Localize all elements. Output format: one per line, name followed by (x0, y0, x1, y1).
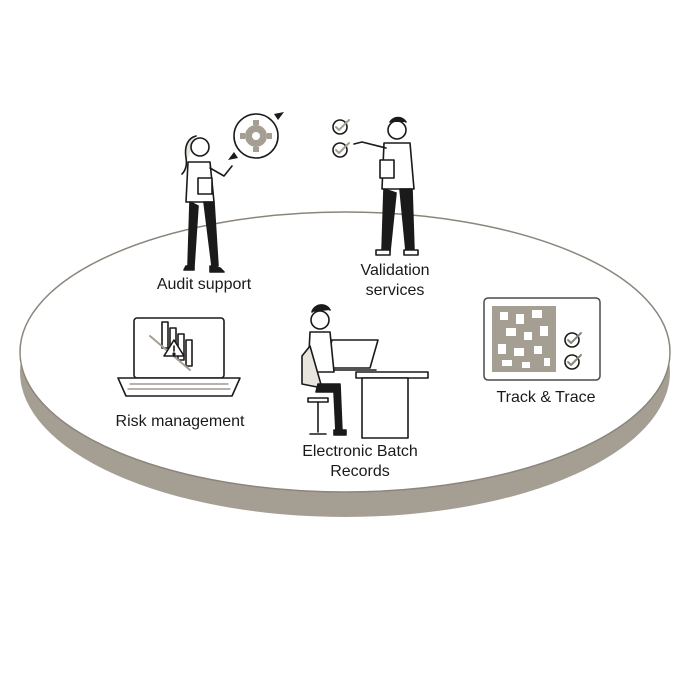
person-desk-laptop-icon (301, 304, 429, 439)
label-validation-line1: Validation (360, 262, 430, 279)
label-validation-line2: services (365, 282, 425, 299)
label-risk-management: Risk management (94, 412, 266, 432)
label-risk-management-text: Risk management (115, 413, 245, 430)
datamatrix-code-icon (483, 297, 601, 381)
validation-person-icon (353, 116, 419, 256)
label-track-and-trace-text: Track & Trace (496, 389, 596, 406)
label-track-and-trace: Track & Trace (472, 388, 620, 408)
label-electronic-batch-records: Electronic Batch Records (270, 442, 450, 482)
label-ebr-line2: Records (330, 463, 390, 480)
label-validation-services: Validation services (325, 261, 465, 301)
laptop-warning-icon (117, 317, 241, 397)
label-audit-support: Audit support (130, 275, 278, 295)
audit-person-icon (181, 135, 233, 273)
label-ebr-line1: Electronic Batch (302, 443, 418, 460)
label-audit-support-text: Audit support (156, 276, 252, 293)
checkmark-list-icon (332, 119, 350, 158)
gear-cycle-icon (228, 112, 284, 160)
